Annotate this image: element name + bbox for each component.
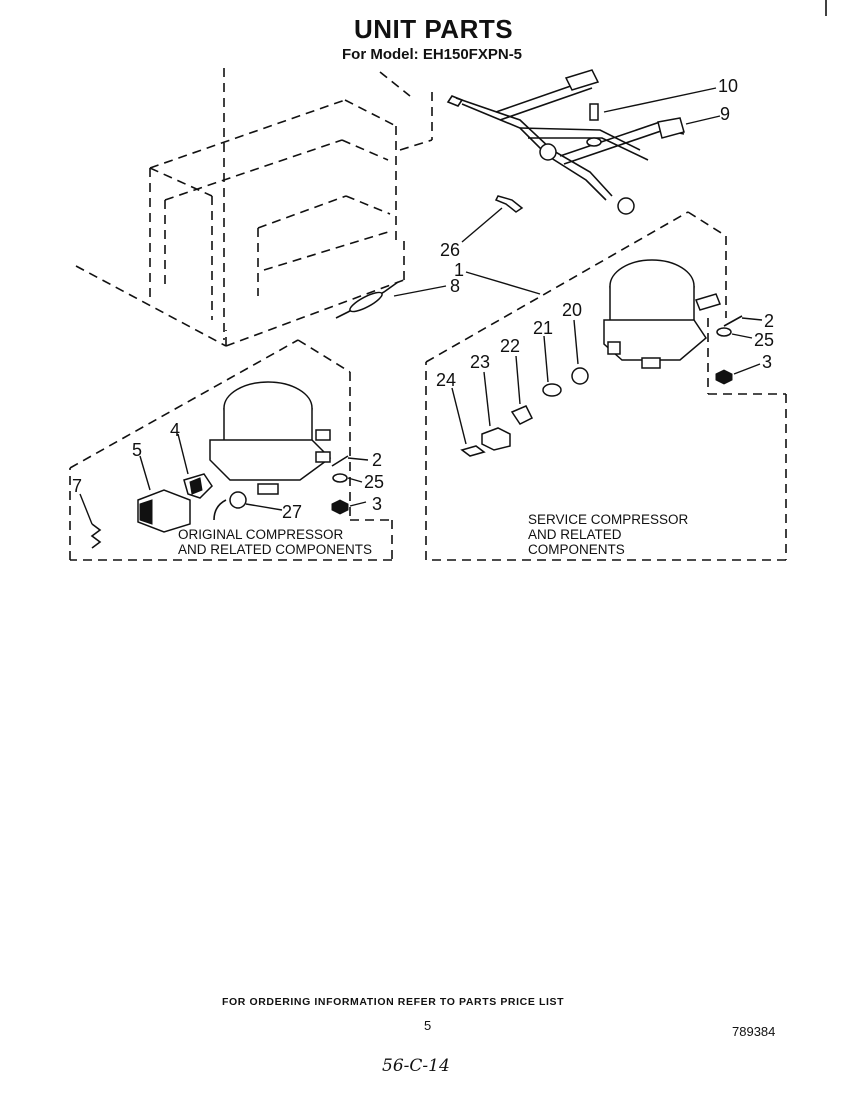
callout-23: 23 xyxy=(470,352,491,372)
callout-4: 4 xyxy=(170,420,181,440)
service-caption-line3: COMPONENTS xyxy=(528,542,625,557)
callout-24: 24 xyxy=(436,370,457,390)
leader-26 xyxy=(461,207,503,243)
page-number: 5 xyxy=(424,1018,432,1033)
leader-9 xyxy=(685,115,721,125)
handwritten-note: 56-C-14 xyxy=(382,1056,450,1076)
service-group-frame xyxy=(425,211,787,561)
callout-20: 20 xyxy=(562,300,583,320)
callout-9: 9 xyxy=(720,104,731,124)
clip-part-26 xyxy=(494,195,524,213)
callout-21: 21 xyxy=(533,318,554,338)
service-caption-line2: AND RELATED xyxy=(528,527,622,542)
original-caption: ORIGINAL COMPRESSOR AND RELATED COMPONEN… xyxy=(178,527,372,557)
callout-8: 8 xyxy=(450,276,461,296)
callout-7: 7 xyxy=(72,476,83,496)
callout-27: 27 xyxy=(282,502,303,522)
original-compressor xyxy=(209,381,332,495)
right-fasteners xyxy=(715,315,763,385)
doc-number: 789384 xyxy=(732,1024,776,1039)
callout-5: 5 xyxy=(132,440,143,460)
callout-22: 22 xyxy=(500,336,521,356)
ordering-note: FOR ORDERING INFORMATION REFER TO PARTS … xyxy=(222,996,565,1008)
original-caption-line1: ORIGINAL COMPRESSOR xyxy=(178,527,344,542)
callout-left-25: 25 xyxy=(364,472,385,492)
filter-drier-part-8 xyxy=(335,281,447,319)
service-parts xyxy=(451,319,589,457)
cabinet-outline xyxy=(75,68,433,347)
callout-right-2: 2 xyxy=(764,311,775,331)
leader-1 xyxy=(465,271,541,295)
wiring-harness xyxy=(446,69,685,215)
callout-left-2: 2 xyxy=(372,450,383,470)
model-line: For Model: EH150FXPN-5 xyxy=(342,46,523,63)
overload-part-4 xyxy=(177,433,213,499)
left-fasteners xyxy=(331,455,369,515)
cover-part-27 xyxy=(213,491,283,521)
wire-part-7 xyxy=(90,523,102,549)
callout-right-3: 3 xyxy=(762,352,773,372)
callout-10: 10 xyxy=(718,76,739,96)
page-title: UNIT PARTS xyxy=(354,14,514,44)
service-caption-line1: SERVICE COMPRESSOR xyxy=(528,512,689,527)
callout-left-3: 3 xyxy=(372,494,383,514)
relay-part-5 xyxy=(137,455,191,533)
leader-7 xyxy=(79,493,93,525)
callout-1: 1 xyxy=(454,260,465,280)
screw-part-10 xyxy=(586,87,717,147)
service-caption: SERVICE COMPRESSOR AND RELATED COMPONENT… xyxy=(528,512,688,557)
service-compressor xyxy=(603,259,722,369)
callout-26: 26 xyxy=(440,240,461,260)
callout-right-25: 25 xyxy=(754,330,775,350)
original-group-frame xyxy=(69,339,393,561)
original-caption-line2: AND RELATED COMPONENTS xyxy=(178,542,373,557)
